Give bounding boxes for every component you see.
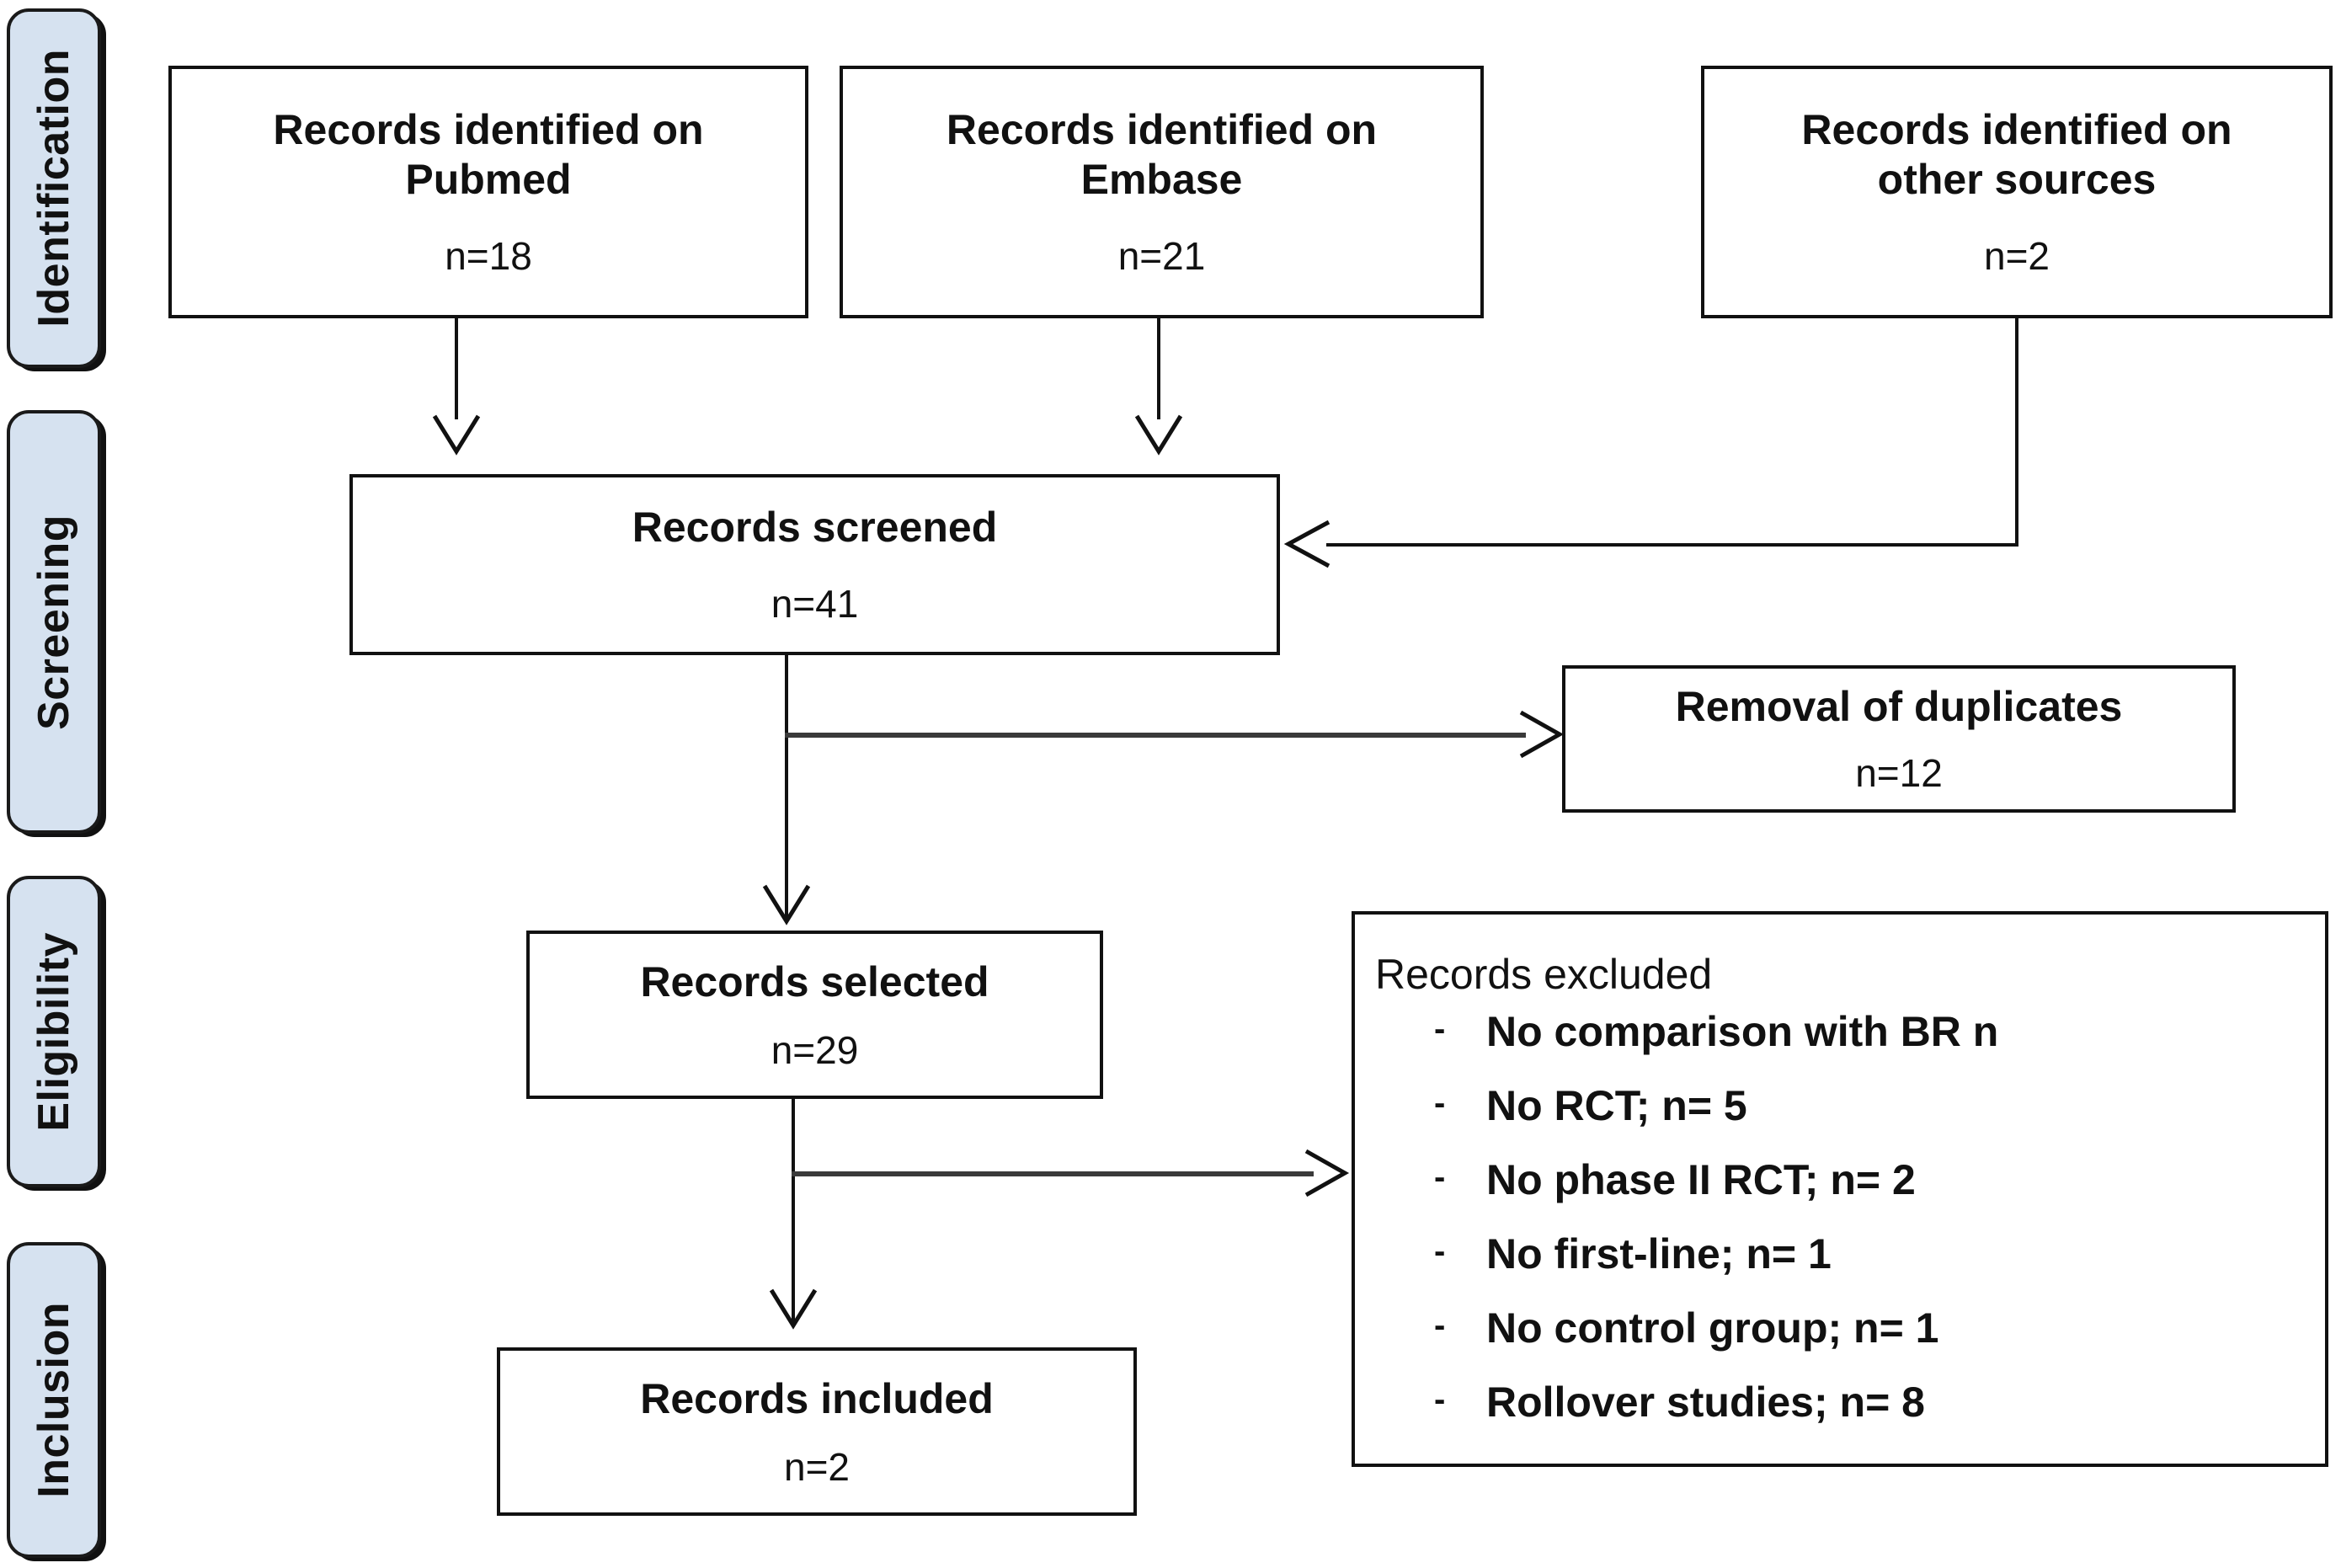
connector-embase-to-screened [1157,318,1160,419]
list-item: - No RCT; n= 5 [1434,1085,2317,1127]
list-item: - No control group; n= 1 [1434,1307,2317,1349]
bullet-dash: - [1434,1085,1446,1122]
records-excluded-title: Records excluded [1375,951,1713,998]
box-records-screened: Records screened n=41 [349,474,1280,655]
connector-pubmed-to-screened [455,318,458,419]
connector-other-sources-horizontal [1326,543,2018,547]
list-item: - Rollover studies; n= 8 [1434,1381,2317,1423]
connector-screened-to-selected [785,655,788,920]
list-item-label: No comparison with BR n [1486,1008,1999,1055]
box-title: Records screened [632,504,998,551]
box-records-identified-other-sources: Records identified on other sources n=2 [1701,66,2333,318]
box-count: n=21 [1117,234,1206,278]
bullet-dash: - [1434,1011,1446,1048]
box-title: Records included [640,1374,994,1422]
box-records-included: Records included n=2 [497,1347,1137,1516]
bullet-dash: - [1434,1381,1446,1418]
list-item-label: No phase II RCT; n= 2 [1486,1156,1916,1203]
bullet-dash: - [1434,1159,1446,1196]
stage-tab-inclusion[interactable]: Inclusion [7,1242,101,1558]
box-count: n=41 [771,582,859,626]
box-count: n=2 [783,1444,851,1489]
stage-tab-eligibility[interactable]: Eligibility [7,876,101,1187]
connector-screened-to-duplicates [785,733,1526,738]
stage-label-identification: Identification [29,49,78,328]
stage-label-inclusion: Inclusion [29,1302,78,1498]
box-title: Records identified on other sources [1801,106,2232,203]
bullet-dash: - [1434,1307,1446,1344]
box-title: Records selected [640,957,989,1005]
connector-selected-to-included [792,1099,795,1322]
list-item: - No comparison with BR n [1434,1011,2317,1053]
box-title: Records identified on Pubmed [273,106,704,203]
box-removal-of-duplicates: Removal of duplicates n=12 [1562,665,2236,813]
box-count: n=2 [1983,234,2050,278]
connector-selected-to-excluded [792,1171,1314,1176]
box-records-identified-pubmed: Records identified on Pubmed n=18 [168,66,808,318]
stage-tab-identification[interactable]: Identification [7,8,101,368]
stage-label-eligibility: Eligibility [29,931,78,1132]
box-count: n=29 [771,1027,859,1072]
list-item-label: Rollover studies; n= 8 [1486,1379,1925,1426]
stage-tab-screening[interactable]: Screening [7,410,101,834]
list-item-label: No RCT; n= 5 [1486,1082,1747,1129]
box-records-excluded: Records excluded - No comparison with BR… [1352,911,2328,1467]
box-count: n=12 [1855,751,1943,795]
box-count: n=18 [445,234,532,278]
bullet-dash: - [1434,1233,1446,1270]
box-title: Records identified on Embase [946,106,1378,203]
list-item-label: No first-line; n= 1 [1486,1230,1832,1277]
list-item: - No phase II RCT; n= 2 [1434,1159,2317,1201]
records-excluded-list: - No comparison with BR n - No RCT; n= 5… [1375,1011,2317,1423]
stage-label-screening: Screening [29,514,78,730]
box-title: Removal of duplicates [1675,683,2123,730]
list-item-label: No control group; n= 1 [1486,1304,1939,1352]
box-records-selected: Records selected n=29 [526,931,1103,1099]
list-item: - No first-line; n= 1 [1434,1233,2317,1275]
connector-other-sources-vertical [2015,318,2018,546]
box-records-identified-embase: Records identified on Embase n=21 [840,66,1484,318]
